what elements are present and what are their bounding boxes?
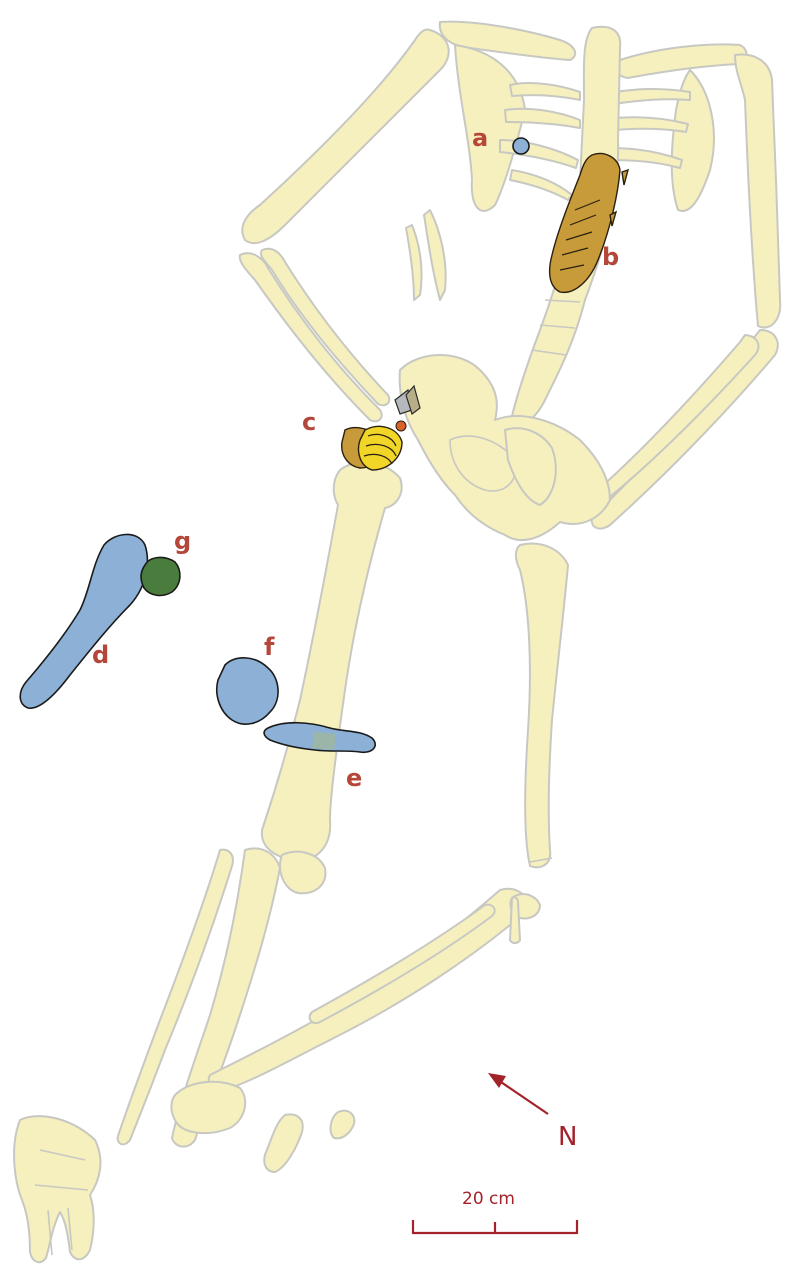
right-ulna: [588, 335, 758, 507]
find-g-object: [141, 557, 180, 595]
find-d-object: [20, 534, 147, 708]
label-g: g: [174, 527, 191, 555]
left-rib-3: [500, 140, 578, 168]
label-d: d: [92, 641, 109, 669]
right-clavicle: [616, 44, 747, 78]
find-f-object: [217, 658, 278, 724]
right-calcaneus: [171, 1082, 245, 1133]
label-c: c: [302, 408, 316, 436]
right-fibula: [310, 905, 495, 1023]
north-arrow: N: [488, 1073, 577, 1152]
north-arrow-icon: [495, 1078, 548, 1114]
left-femur: [262, 462, 402, 860]
label-a: a: [472, 124, 488, 152]
scale-bar: 20 cm: [413, 1189, 577, 1234]
right-humerus: [735, 54, 780, 327]
right-femur: [516, 544, 568, 868]
right-foot-bone-4: [510, 897, 520, 943]
north-label: N: [558, 1122, 577, 1152]
left-ulna: [261, 249, 389, 406]
left-rib-4: [510, 170, 572, 200]
left-scapula: [455, 45, 525, 211]
label-b: b: [602, 243, 619, 271]
pelvis: [400, 355, 610, 540]
left-radius: [240, 253, 382, 421]
right-foot-bone-2: [331, 1111, 355, 1139]
left-floating-ribs: [424, 210, 446, 300]
north-arrowhead-icon: [488, 1073, 506, 1088]
label-f: f: [264, 633, 275, 661]
find-b-object: [550, 153, 628, 292]
skeleton: [14, 22, 780, 1263]
find-e-femur-overlap: [312, 732, 336, 750]
label-e: e: [346, 764, 362, 792]
left-floating-rib-2: [406, 225, 422, 300]
scale-bar-label: 20 cm: [462, 1189, 515, 1209]
find-a-bead: [513, 138, 529, 154]
find-c-red-bead: [396, 421, 406, 431]
left-patella: [280, 852, 325, 894]
left-humerus: [242, 29, 448, 243]
right-foot-bone-1: [264, 1114, 302, 1172]
